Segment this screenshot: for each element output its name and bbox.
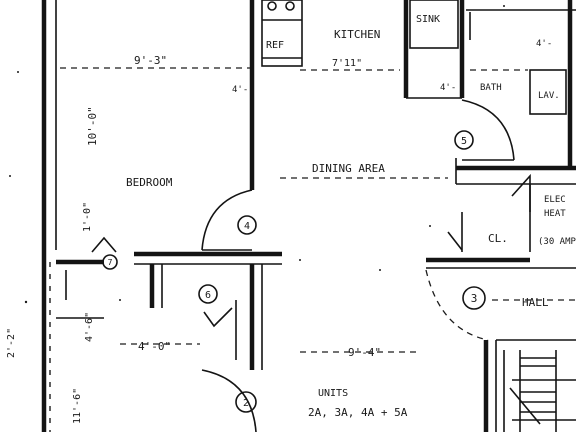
door-tag: 6 (205, 290, 211, 301)
door-tag: 4 (244, 221, 250, 232)
lavatory-label: LAV. (538, 91, 560, 101)
door-tag-circle (235, 391, 257, 413)
door-tag-circle (198, 284, 218, 304)
sink-box (409, 0, 459, 49)
door-tag: 3 (471, 292, 478, 305)
scan-noise (9, 5, 505, 304)
hall-label: HALL (522, 296, 549, 309)
stair-treads (509, 357, 556, 425)
small-dimension: 4'- (232, 85, 248, 95)
door-tag: 5 (461, 136, 467, 147)
door-tag: 2 (243, 398, 249, 409)
kitchen-label: KITCHEN (334, 28, 380, 41)
kitchen-dimension: 7'11" (332, 58, 362, 69)
bedroom-depth: 10'-0" (86, 106, 99, 146)
notes: UNITS 2A, 3A, 4A + 5A (308, 388, 408, 419)
left-wall-dimension: 4'-6" (84, 312, 95, 342)
walls (41, 0, 576, 432)
room-labels: KITCHEN 7'11" SINK REF BEDROOM 9'-3" 10'… (86, 14, 576, 309)
vestibule-door-leaf (91, 236, 117, 253)
door-tag: 7 (108, 258, 113, 267)
door-tag-circle (102, 254, 118, 270)
door-tags: 4 6 3 5 2 7 (102, 130, 486, 413)
dimension-labels: 4'-0" 9'-4" 1'-0" 4'-6" 2'-2" 11'-6" 4'-… (6, 39, 552, 424)
door-tag-circle (237, 215, 257, 235)
bedroom-width: 9'-3" (134, 54, 167, 67)
units-label: UNITS (318, 388, 348, 399)
burner (285, 1, 295, 11)
refrigerator-label: REF (266, 40, 284, 51)
burner (267, 1, 277, 11)
kitchen-counter (261, 0, 303, 67)
electric-detail: (30 AMP) (538, 237, 576, 247)
elec-panel-mark (511, 173, 531, 212)
closet-door-leaf (447, 231, 463, 251)
dining-label: DINING AREA (312, 162, 385, 175)
lavatory-fixture (529, 69, 567, 115)
left-wall-dimension: 11'-6" (72, 388, 83, 424)
small-dimension: 4'- (536, 39, 552, 49)
stair-width-dimension: 4'-0" (138, 340, 171, 353)
door-tag-circle (462, 286, 486, 310)
bath-label: BATH (480, 83, 502, 93)
closet-door-leaf (203, 307, 233, 328)
bedroom-label: BEDROOM (126, 176, 173, 189)
entry-door-swing (201, 369, 257, 432)
door-tag-circle (454, 130, 474, 150)
bath-door-swing (461, 99, 515, 161)
left-wall-dimension: 1'-0" (82, 202, 93, 232)
left-wall-dimension: 2'-2" (6, 328, 17, 358)
closet-label: CL. (488, 232, 508, 245)
electric-label: ELEC (544, 195, 566, 205)
sink-label: SINK (416, 14, 440, 25)
units-list: 2A, 3A, 4A + 5A (308, 406, 408, 419)
living-width-dimension: 9'-4" (348, 346, 381, 359)
hall-door-swing (425, 269, 489, 341)
bedroom-door-swing (201, 189, 253, 251)
door-swings (91, 99, 531, 432)
heat-label: HEAT (544, 209, 566, 219)
dimension-lines (60, 67, 576, 353)
small-dimension: 4'- (440, 83, 456, 93)
